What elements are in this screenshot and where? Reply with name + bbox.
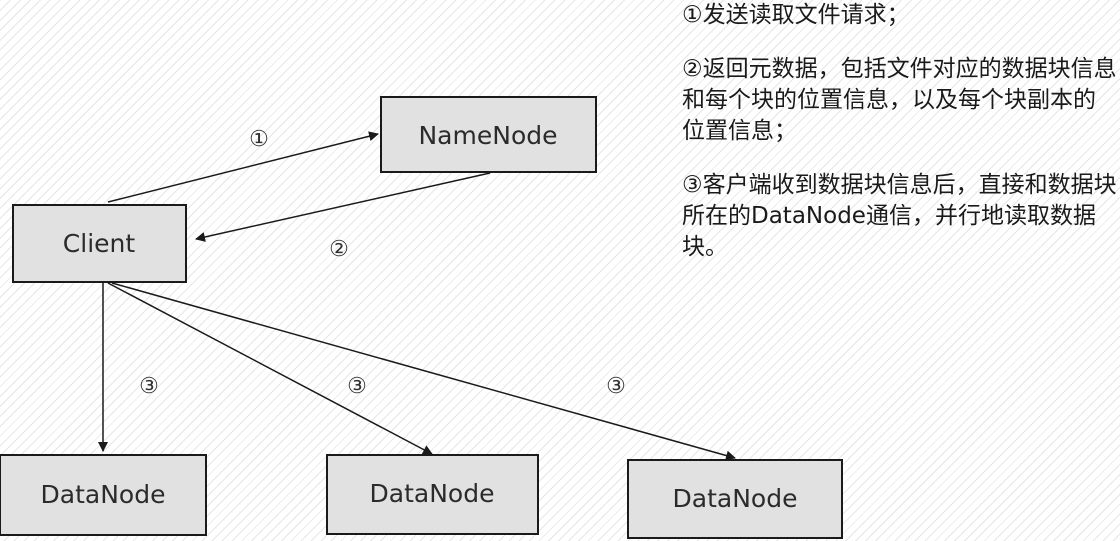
datanode-box-1: DataNode — [0, 454, 207, 536]
arrow-namenode-to-client — [195, 172, 491, 242]
arrow-client-to-datanode-3 — [111, 282, 736, 461]
arrow-client-to-namenode — [107, 131, 379, 203]
datanode-box-2: DataNode — [326, 454, 539, 535]
client-label: Client — [63, 229, 136, 258]
note-step-1: ①发送读取文件请求； — [682, 2, 910, 28]
datanode-label-3: DataNode — [673, 484, 798, 513]
datanode-label-2: DataNode — [370, 479, 495, 508]
step-3-marker-c: ③ — [606, 374, 626, 399]
step-notes: ①发送读取文件请求； ②返回元数据，包括文件对应的数据块信息和每个块的位置信息，… — [682, 0, 1118, 286]
datanode-label-1: DataNode — [41, 480, 166, 509]
namenode-box: NameNode — [380, 96, 597, 173]
step-2-marker: ② — [329, 237, 349, 262]
client-box: Client — [12, 204, 187, 283]
step-1-marker: ① — [249, 127, 269, 152]
step-3-marker-b: ③ — [347, 374, 367, 399]
datanode-box-3: DataNode — [627, 459, 843, 539]
arrow-client-to-datanode-2 — [107, 282, 433, 455]
namenode-label: NameNode — [418, 121, 557, 150]
step-3-marker-a: ③ — [139, 374, 159, 399]
note-step-3: ③客户端收到数据块信息后，直接和数据块所在的DataNode通信，并行地读取数据… — [682, 172, 1117, 260]
datanode-3-overflow — [600, 440, 880, 540]
note-step-2: ②返回元数据，包括文件对应的数据块信息和每个块的位置信息，以及每个块副本的位置信… — [682, 56, 1117, 144]
